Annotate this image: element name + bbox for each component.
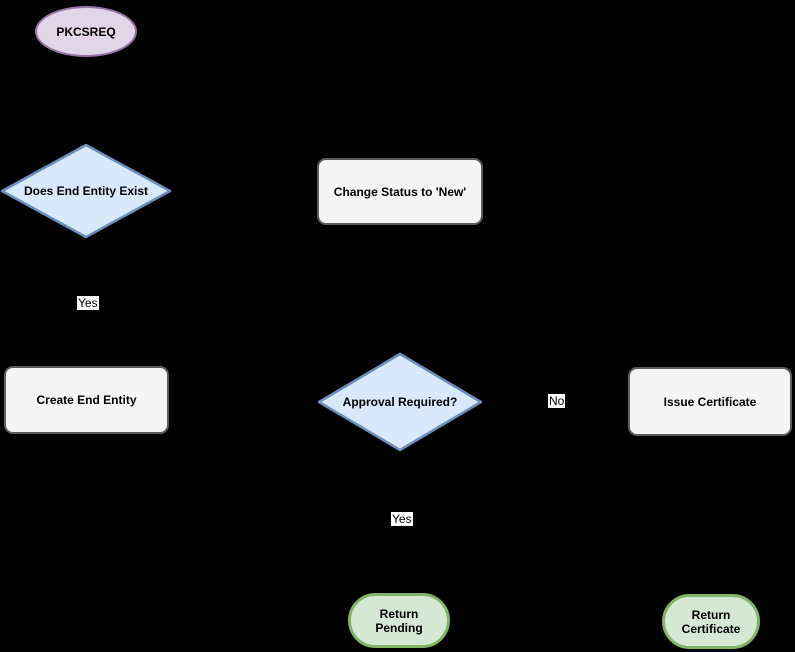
- diamond-shape-icon: [0, 143, 172, 239]
- node-does-end-entity-exist: Does End Entity Exist: [0, 143, 172, 239]
- node-does-end-entity-exist-label: Does End Entity Exist: [23, 184, 149, 198]
- node-approval-required-label: Approval Required?: [342, 395, 458, 409]
- edge-label-yes-2: Yes: [391, 512, 413, 526]
- node-pkcsreq-label: PKCSREQ: [56, 24, 116, 39]
- node-return-pending: Return Pending: [348, 593, 450, 648]
- edge-label-yes-1: Yes: [77, 296, 99, 310]
- node-return-certificate-label: Return Certificate: [681, 607, 741, 636]
- node-return-pending-label: Return Pending: [375, 606, 423, 635]
- node-change-status-new-label: Change Status to 'New': [333, 184, 467, 199]
- node-create-end-entity: Create End Entity: [4, 366, 169, 434]
- node-issue-certificate: Issue Certificate: [628, 367, 792, 436]
- node-change-status-new: Change Status to 'New': [317, 158, 483, 225]
- diamond-shape-icon: [317, 352, 483, 452]
- node-issue-certificate-label: Issue Certificate: [663, 394, 757, 409]
- edge-label-no: No: [548, 394, 566, 408]
- node-return-certificate: Return Certificate: [662, 594, 760, 649]
- node-approval-required: Approval Required?: [317, 352, 483, 452]
- node-create-end-entity-label: Create End Entity: [36, 393, 137, 407]
- node-pkcsreq: PKCSREQ: [35, 6, 137, 57]
